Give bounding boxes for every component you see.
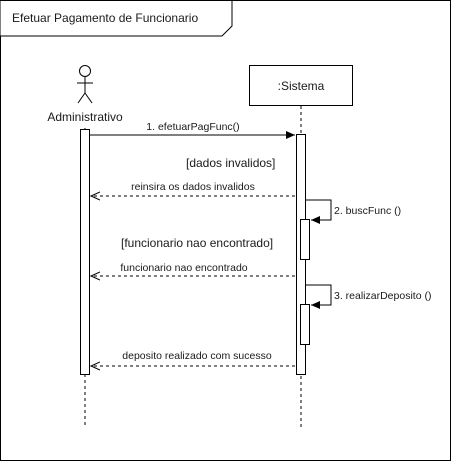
self-message-buscfunc-arrow <box>306 199 332 224</box>
participant-box <box>249 65 353 106</box>
guard-funcionario-nao-encontrado: [funcionario nao encontrado] <box>121 236 273 250</box>
buscfunc-activation-bar <box>300 219 310 260</box>
actor-activation-bar <box>80 129 90 375</box>
self-message-realizardeposito-arrow <box>306 284 332 309</box>
message-efetuarpagfunc-label: 1. efetuarPagFunc() <box>146 121 239 133</box>
actor-label: Administrativo <box>47 110 123 124</box>
self-message-realizardeposito-label: 3. realizarDeposito () <box>334 290 431 302</box>
frame-title: Efetuar Pagamento de Funcionario <box>12 11 198 25</box>
deposito-activation-bar <box>300 304 310 345</box>
return-funcionario-nao-encontrado-label: funcionario nao encontrado <box>120 262 247 274</box>
frame-title-tab <box>0 0 233 37</box>
actor-icon <box>77 65 93 104</box>
return-deposito-realizado-label: deposito realizado com sucesso <box>122 350 272 362</box>
participant-label: :Sistema <box>278 79 325 93</box>
self-message-buscfunc-label: 2. buscFunc () <box>334 205 401 217</box>
return-dados-invalidos-label: reinsira os dados invalidos <box>131 181 255 193</box>
guard-dados-invalidos: [dados invalidos] <box>186 156 275 170</box>
